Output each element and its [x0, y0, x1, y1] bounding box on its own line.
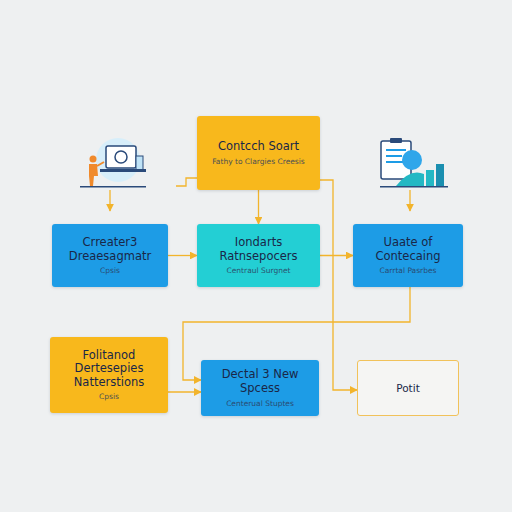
bar-symbol [436, 164, 444, 186]
flow-arrow [258, 190, 259, 224]
desk [100, 169, 146, 172]
tower [136, 156, 143, 170]
node-heading: Uaate of Contecaing [359, 236, 457, 263]
process-box: Iondarts RatnsepocersCentraul Surgnet [197, 224, 320, 287]
leader-arrow [409, 190, 410, 211]
node-subtext: Centerual Stuptes [226, 399, 294, 408]
process-box: Folitanod Dertesepies NatterstionsCpsis [50, 337, 168, 413]
clipboard-illustration [380, 138, 448, 188]
flow-arrow [168, 255, 197, 256]
floor-line [380, 186, 448, 188]
flow-arrow [320, 180, 357, 390]
person-body [89, 164, 98, 186]
flow-arrow [168, 391, 201, 392]
flow-arrow [320, 255, 353, 256]
node-heading: Dectal 3 New Spcess [207, 368, 313, 395]
node-heading: Iondarts Ratnsepocers [203, 236, 314, 263]
node-heading: Crreater3 Dreaesagmatr [58, 236, 162, 263]
node-subtext: Cpsis [99, 392, 119, 401]
end-box: Potit [357, 360, 459, 416]
computer-illustration [80, 138, 146, 188]
node-subtext: Fathy to Clargies Creesis [212, 157, 305, 166]
magnifier [402, 150, 422, 170]
leader-arrow [109, 190, 110, 211]
bar-symbol [426, 170, 434, 186]
node-subtext: Cpsis [100, 266, 120, 275]
text-line [386, 155, 402, 157]
text-line [386, 149, 406, 151]
node-subtext: Carrtal Pasrbes [380, 266, 437, 275]
node-heading: Potit [396, 382, 420, 394]
floor-line [80, 186, 146, 188]
leader-line [176, 178, 197, 186]
process-box: Contcch SoartFathy to Clargies Creesis [197, 116, 320, 190]
node-heading: Folitanod Dertesepies Natterstions [56, 349, 162, 390]
gear-symbol [115, 151, 127, 163]
process-box: Dectal 3 New SpcessCenterual Stuptes [201, 360, 319, 416]
icon-backdrop [96, 138, 140, 182]
person-arm [97, 162, 104, 166]
hill-shape [396, 173, 424, 187]
process-box: Uaate of ContecaingCarrtal Pasrbes [353, 224, 463, 287]
node-heading: Contcch Soart [218, 140, 299, 154]
process-box: Crreater3 DreaesagmatrCpsis [52, 224, 168, 287]
text-line [386, 161, 404, 163]
person-head [90, 156, 97, 163]
clipboard-clip [390, 138, 402, 143]
monitor [106, 146, 136, 168]
node-subtext: Centraul Surgnet [227, 266, 291, 275]
